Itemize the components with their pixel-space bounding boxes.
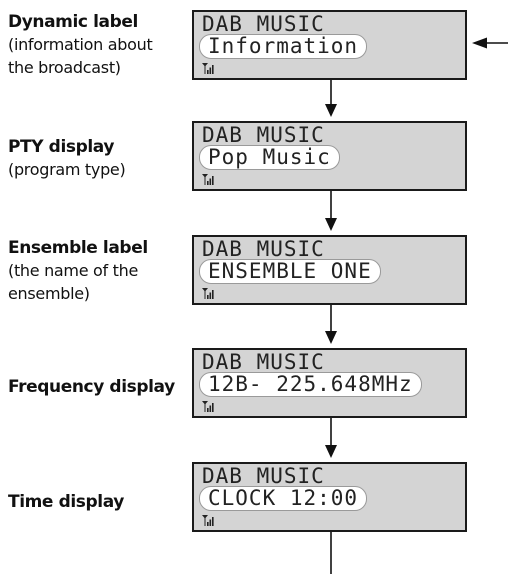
lcd-line-1: DAB MUSIC (202, 123, 325, 147)
arrow-down-icon (325, 191, 337, 231)
signal-strength-icon (202, 401, 214, 412)
signal-strength-icon (202, 63, 214, 74)
step-title: PTY display (8, 137, 115, 157)
step-title: Time display (8, 492, 124, 512)
step-title: Frequency display (8, 377, 175, 397)
arrow-down-icon (325, 305, 337, 344)
arrow-down-icon (325, 80, 337, 117)
lcd-line-2: 12B- 225.648MHz (199, 372, 422, 397)
step-title: Ensemble label (8, 238, 148, 258)
step-description: (information about the broadcast) (8, 35, 153, 77)
signal-strength-icon (202, 515, 214, 526)
lcd-line-1: DAB MUSIC (202, 12, 325, 36)
step-2-text: PTY display (program type) (8, 136, 126, 181)
lcd-line-2: ENSEMBLE ONE (199, 259, 381, 284)
lcd-display: DAB MUSIC ENSEMBLE ONE (192, 235, 467, 305)
lcd-line-1: DAB MUSIC (202, 350, 325, 374)
signal-strength-icon (202, 174, 214, 185)
step-1-text: Dynamic label (information about the bro… (8, 11, 153, 79)
lcd-line-2: Information (199, 34, 368, 59)
lcd-display: DAB MUSIC 12B- 225.648MHz (192, 348, 467, 418)
step-5-text: Time display (8, 491, 124, 513)
lcd-display: DAB MUSIC Pop Music (192, 121, 467, 191)
lcd-display: DAB MUSIC CLOCK 12:00 (192, 462, 467, 532)
signal-strength-icon (202, 288, 214, 299)
arrow-left-icon (472, 37, 508, 49)
lcd-line-1: DAB MUSIC (202, 237, 325, 261)
step-title: Dynamic label (8, 12, 138, 32)
lcd-line-1: DAB MUSIC (202, 464, 325, 488)
step-description: (the name of the ensemble) (8, 261, 139, 303)
lcd-line-2: Pop Music (199, 145, 340, 170)
step-4-text: Frequency display (8, 376, 175, 398)
lcd-line-2: CLOCK 12:00 (199, 486, 368, 511)
arrow-down-icon (325, 418, 337, 458)
step-description: (program type) (8, 160, 126, 179)
lcd-display: DAB MUSIC Information (192, 10, 467, 80)
step-3-text: Ensemble label (the name of the ensemble… (8, 237, 148, 305)
